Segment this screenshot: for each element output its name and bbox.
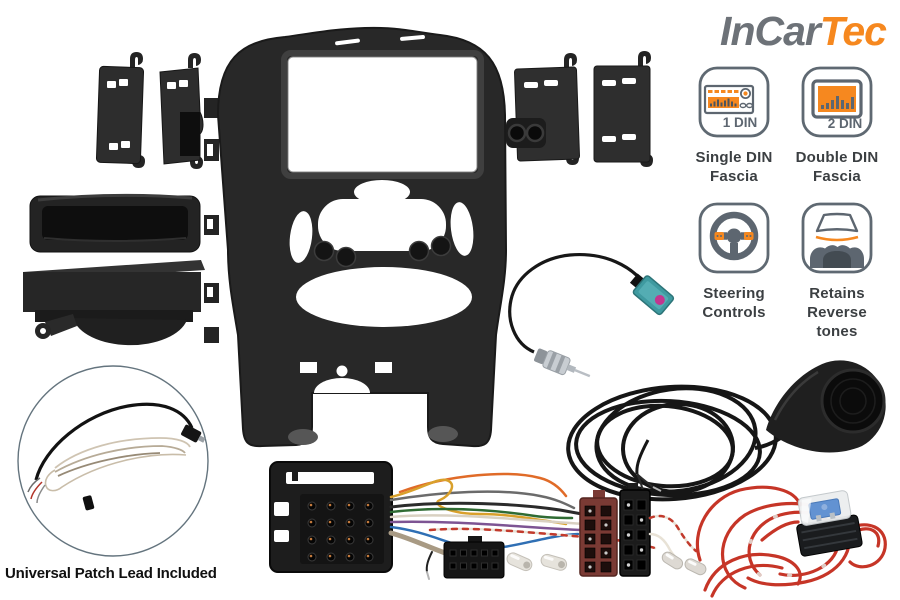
- logo-text-orange: Tec: [819, 8, 887, 54]
- din-badge-2: 2 DIN: [828, 116, 863, 131]
- fascia-panel: [204, 26, 508, 448]
- patch-lead-jack: [181, 424, 206, 443]
- iso-connector-black: [619, 483, 651, 577]
- feature-label-double-din: Double DIN Fascia: [795, 149, 879, 185]
- fuse-holder: [796, 490, 863, 557]
- mounting-bracket-right-2: [593, 51, 653, 167]
- harness-wires: [388, 472, 657, 580]
- din-badge-1: 1 DIN: [723, 115, 758, 130]
- quadlock-connector: [269, 461, 393, 573]
- fakra-connector: [629, 273, 675, 316]
- feature-label-steering: Steering Controls: [702, 285, 766, 321]
- bracket-barrel-mount: [506, 118, 546, 148]
- mounting-bracket-right-1: [506, 53, 580, 165]
- feature-reverse-tones: Retains Reverse tones: [785, 202, 889, 341]
- speaker-bullet-leads: [648, 514, 707, 576]
- incartec-logo: InCarTec: [720, 8, 887, 55]
- iso-connector-maroon: [579, 490, 618, 577]
- feature-single-din: 1 DIN Single DIN Fascia: [682, 66, 786, 186]
- patch-lead-caption: Universal Patch Lead Included: [5, 565, 217, 582]
- din-aerial-plug: [534, 348, 591, 378]
- pocket-shelf: [23, 260, 205, 346]
- microphone: [766, 360, 886, 453]
- patch-lead-diagram: [17, 365, 209, 557]
- feature-label-single-din: Single DIN Fascia: [695, 149, 773, 185]
- bullet-connector-white-1: [506, 552, 533, 572]
- antenna-adapter: [508, 253, 675, 378]
- mounting-bracket-left-2: [159, 53, 204, 169]
- logo-text-gray: InCar: [720, 8, 821, 54]
- feature-label-reverse: Retains Reverse tones: [807, 285, 867, 340]
- bullet-connector-white-2: [540, 553, 568, 571]
- radio-1din-icon: 1 DIN: [698, 66, 770, 138]
- din-pocket-tray: [29, 193, 201, 253]
- multipin-connector: [443, 536, 505, 579]
- microphone-cable-coil: [566, 384, 804, 502]
- feature-double-din: 2 DIN Double DIN Fascia: [785, 66, 889, 186]
- radio-2din-icon: 2 DIN: [801, 66, 873, 138]
- steering-wheel-icon: [698, 202, 770, 274]
- feature-steering-controls: Steering Controls: [682, 202, 786, 322]
- reverse-car-icon: [801, 202, 873, 274]
- mounting-bracket-left-1: [95, 52, 145, 168]
